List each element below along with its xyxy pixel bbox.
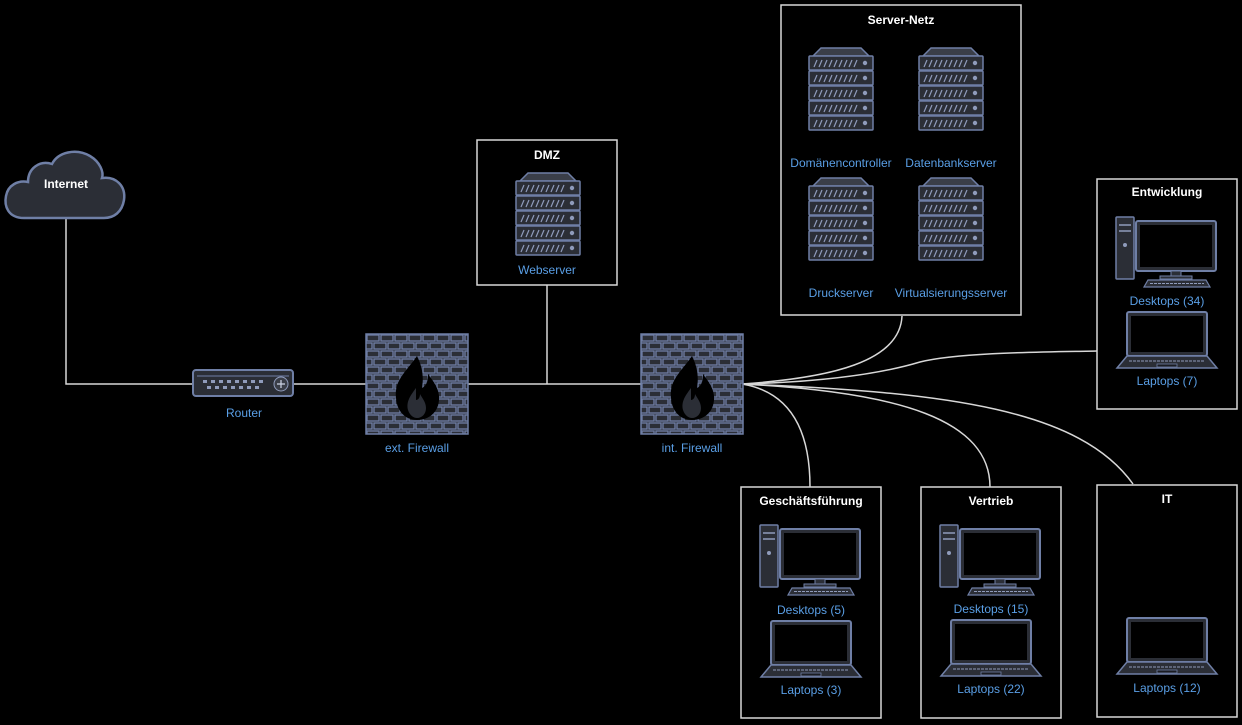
server-label-virtualisierungsserver: Virtualsierungsserver <box>895 286 1008 300</box>
wire-it <box>741 383 1134 485</box>
cloud-icon <box>4 150 126 220</box>
wire-server-net <box>741 315 903 385</box>
wire-geschaeftsfuehrung <box>741 383 811 488</box>
entwicklung-zone[interactable]: Entwicklung Desktops (34) Laptops (7) <box>1096 178 1238 410</box>
server-net-title: Server-Netz <box>868 13 935 27</box>
firewall-icon <box>365 333 469 435</box>
server-label-domaenencontroller: Domänencontroller <box>790 156 891 170</box>
ext-firewall-node[interactable]: ext. Firewall <box>365 333 469 455</box>
it-laptops-label: Laptops (12) <box>1133 681 1200 695</box>
geschaeftsfuehrung-zone[interactable]: Geschäftsführung Desktops (5) Laptops (3… <box>740 486 882 719</box>
laptop-icon <box>760 620 862 678</box>
vertrieb-laptops-label: Laptops (22) <box>957 682 1024 696</box>
laptop-icon <box>940 619 1042 677</box>
connections <box>65 218 1134 488</box>
server-icon <box>808 177 874 261</box>
wire-vertrieb <box>741 383 991 488</box>
internet-node[interactable]: Internet <box>4 150 126 220</box>
server-icon <box>918 177 984 261</box>
server-label-druckserver: Druckserver <box>809 286 874 300</box>
geschaeftsfuehrung-title: Geschäftsführung <box>759 494 862 508</box>
router-node[interactable]: Router <box>192 369 294 420</box>
it-zone[interactable]: IT Laptops (12) <box>1096 484 1238 718</box>
server-net-zone[interactable]: Server-Netz Domänencontroller Datenbanks… <box>780 4 1022 316</box>
geschaeftsfuehrung-desktops-label: Desktops (5) <box>777 603 845 617</box>
wire-entwicklung <box>741 350 1098 385</box>
vertrieb-title: Vertrieb <box>969 494 1014 508</box>
router-label: Router <box>226 406 262 420</box>
laptop-icon <box>1116 617 1218 675</box>
vertrieb-desktops-label: Desktops (15) <box>954 602 1029 616</box>
it-box <box>1096 484 1238 718</box>
server-icon <box>918 47 984 131</box>
int-firewall-node[interactable]: int. Firewall <box>640 333 744 455</box>
entwicklung-desktops-label: Desktops (34) <box>1130 294 1205 308</box>
firewall-icon <box>640 333 744 435</box>
it-title: IT <box>1162 492 1173 506</box>
vertrieb-zone[interactable]: Vertrieb Desktops (15) Laptops (22) <box>920 486 1062 719</box>
webserver-label: Webserver <box>518 263 576 277</box>
entwicklung-laptops-label: Laptops (7) <box>1137 374 1198 388</box>
server-label-datenbankserver: Datenbankserver <box>905 156 996 170</box>
geschaeftsfuehrung-laptops-label: Laptops (3) <box>781 683 842 697</box>
int-firewall-label: int. Firewall <box>662 441 723 455</box>
server-icon <box>808 47 874 131</box>
dmz-title: DMZ <box>534 148 560 162</box>
server-icon <box>515 172 581 256</box>
internet-label: Internet <box>44 177 88 191</box>
ext-firewall-label: ext. Firewall <box>385 441 449 455</box>
wire-internet-router <box>65 218 195 385</box>
laptop-icon <box>1116 311 1218 369</box>
router-icon <box>192 369 294 397</box>
dmz-zone[interactable]: DMZ Webserver <box>476 139 618 286</box>
entwicklung-title: Entwicklung <box>1132 185 1203 199</box>
